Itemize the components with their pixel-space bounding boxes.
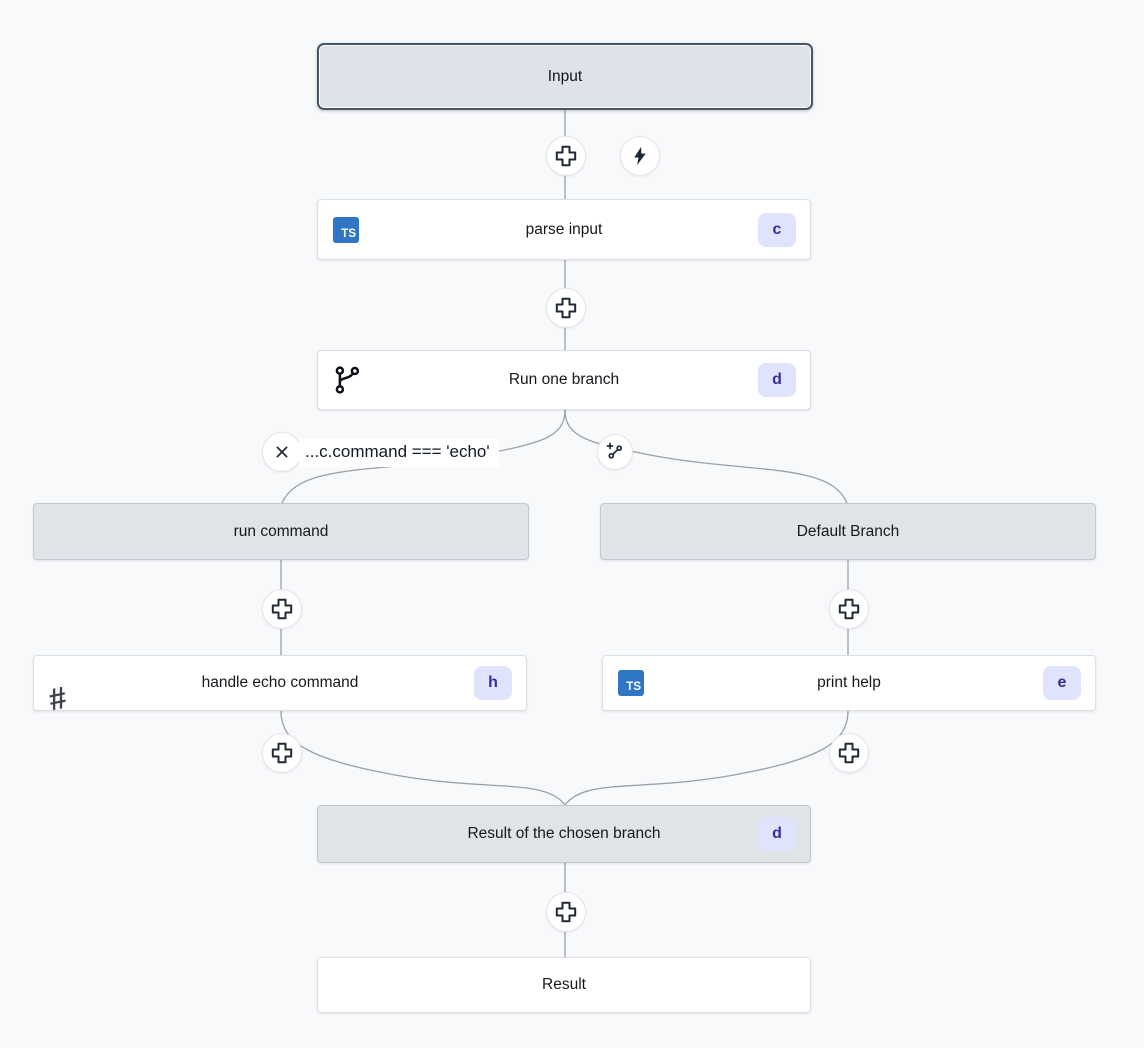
- node-input[interactable]: Input: [317, 43, 813, 110]
- node-input-label: Input: [547, 67, 583, 85]
- add-step-button[interactable]: [829, 589, 869, 629]
- hash-icon: #: [45, 679, 70, 718]
- lightning-bolt-icon: [634, 146, 646, 166]
- step-id-badge: d: [758, 817, 796, 851]
- plus-icon: [271, 598, 293, 620]
- plus-icon: [838, 598, 860, 620]
- node-parse-input[interactable]: TS parse input c: [317, 199, 811, 260]
- add-step-button[interactable]: [829, 733, 869, 773]
- trigger-button[interactable]: [620, 136, 660, 176]
- plus-icon: [555, 901, 577, 923]
- node-parse-input-label: parse input: [525, 220, 603, 238]
- node-print-help[interactable]: TS print help e: [602, 655, 1096, 711]
- node-result-label: Result: [542, 976, 586, 993]
- branch-header-label: Default Branch: [796, 522, 900, 540]
- node-print-help-label: print help: [817, 674, 881, 691]
- step-id-badge: d: [758, 363, 796, 397]
- add-step-button[interactable]: [546, 136, 586, 176]
- branch-header-run-command[interactable]: run command: [33, 503, 529, 560]
- step-id-badge: c: [758, 212, 796, 247]
- node-result-chosen-branch[interactable]: Result of the chosen branch d: [317, 805, 811, 863]
- x-icon: [276, 446, 288, 458]
- branch-header-label: run command: [233, 522, 329, 540]
- node-result[interactable]: Result: [317, 957, 811, 1013]
- typescript-icon: TS: [333, 216, 359, 243]
- plus-icon: [555, 145, 577, 167]
- add-step-button[interactable]: [546, 892, 586, 932]
- add-step-button[interactable]: [546, 288, 586, 328]
- git-branch-plus-icon: [606, 442, 623, 459]
- branch-condition-button[interactable]: [262, 432, 302, 472]
- plus-icon: [838, 742, 860, 764]
- branch-condition-label: ...c.command === 'echo': [299, 439, 499, 467]
- typescript-icon: TS: [618, 670, 644, 696]
- add-step-button[interactable]: [262, 589, 302, 629]
- step-id-badge: e: [1043, 666, 1081, 700]
- step-id-badge: h: [474, 666, 512, 700]
- branch-header-default[interactable]: Default Branch: [600, 503, 1096, 560]
- add-branch-button[interactable]: [597, 434, 633, 470]
- node-result-chosen-branch-label: Result of the chosen branch: [467, 825, 661, 842]
- node-run-one-branch[interactable]: Run one branch d: [317, 350, 811, 410]
- plus-icon: [271, 742, 293, 764]
- plus-icon: [555, 297, 577, 319]
- add-step-button[interactable]: [262, 733, 302, 773]
- git-branch-icon: [333, 365, 363, 395]
- node-handle-echo-label: handle echo command: [201, 674, 359, 691]
- node-handle-echo-command[interactable]: # handle echo command h: [33, 655, 527, 717]
- node-run-one-branch-label: Run one branch: [508, 371, 620, 388]
